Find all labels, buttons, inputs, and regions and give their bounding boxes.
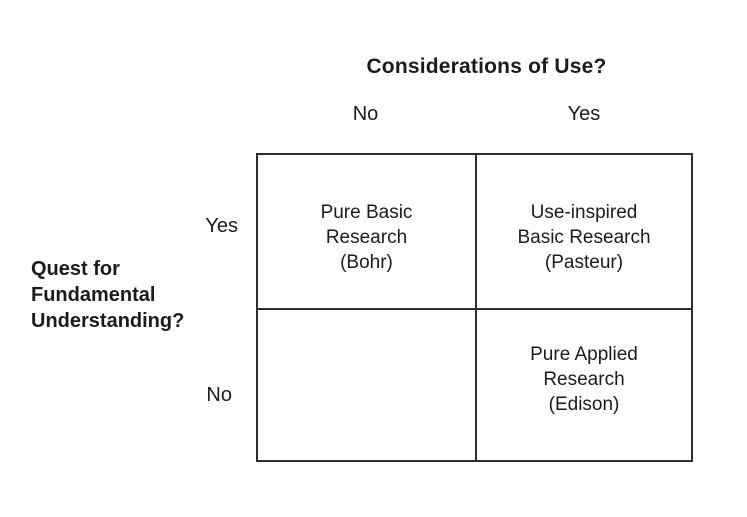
row-label-yes: Yes: [205, 215, 238, 237]
y-axis-title: Quest for Fundamental Understanding?: [31, 258, 185, 332]
quadrant-pure-basic-research: Pure Basic Research (Bohr): [258, 155, 477, 310]
quadrant-matrix: Pure Basic Research (Bohr) Use-inspired …: [256, 153, 693, 462]
x-axis-title: Considerations of Use?: [366, 55, 607, 78]
quadrant-empty: [258, 310, 477, 460]
quadrant-label: Use-inspired Basic Research (Pasteur): [517, 202, 651, 273]
column-label-no: No: [352, 103, 379, 125]
quadrant-use-inspired-basic-research: Use-inspired Basic Research (Pasteur): [477, 155, 691, 310]
row-label-no: No: [206, 384, 232, 406]
quadrant-pure-applied-research: Pure Applied Research (Edison): [477, 310, 691, 460]
quadrant-label: Pure Applied Research (Edison): [530, 343, 638, 415]
column-label-yes: Yes: [567, 103, 601, 125]
quadrant-label: Pure Basic Research (Bohr): [320, 202, 413, 273]
